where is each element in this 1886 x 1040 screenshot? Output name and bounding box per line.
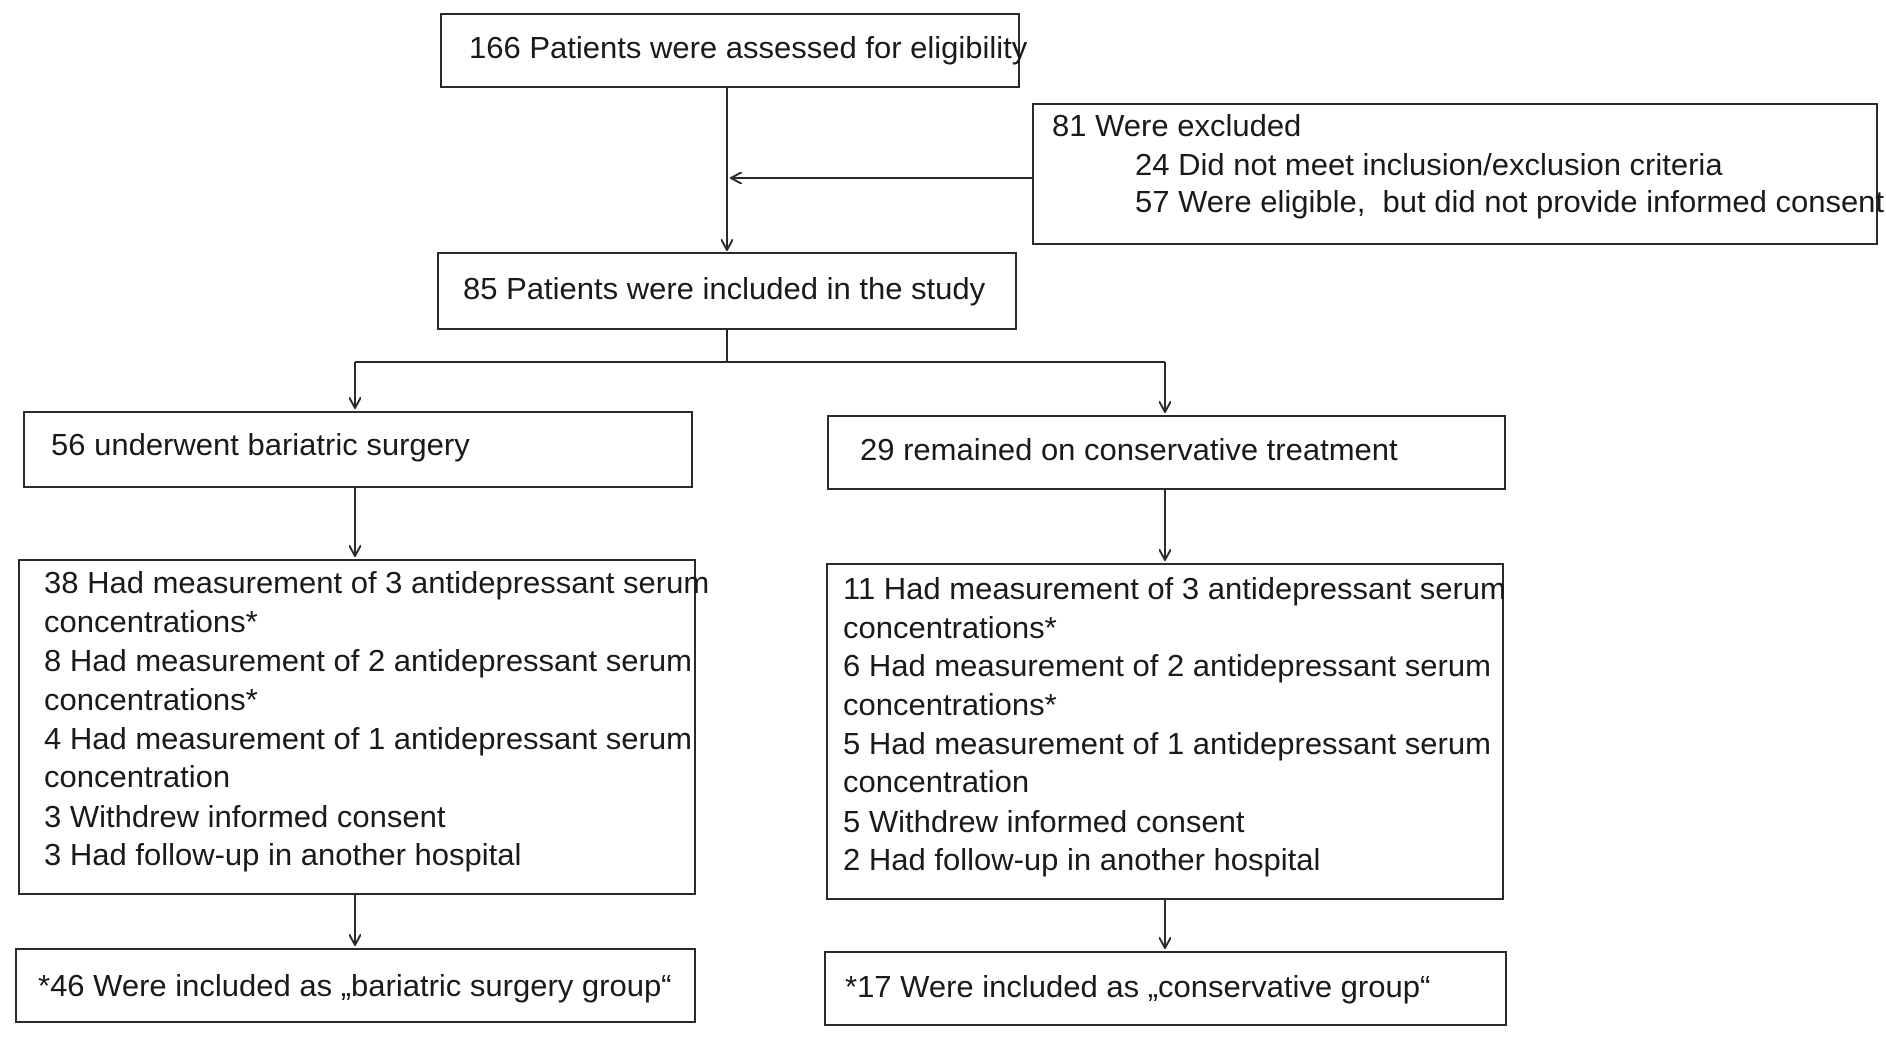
left-detail-line: 3 Withdrew informed consent (44, 799, 446, 834)
right-detail-line: 6 Had measurement of 2 antidepressant se… (843, 648, 1491, 683)
excluded-box (1032, 103, 1878, 245)
left-detail-line: concentration (44, 759, 231, 794)
left-group-text: *46 Were included as „bariatric surgery … (38, 968, 672, 1003)
left-detail-line: concentrations* (44, 604, 258, 639)
left-detail-line: concentrations* (44, 682, 258, 717)
right-details-box (826, 563, 1504, 900)
right-detail-line: concentration (843, 764, 1030, 799)
left-details-box (18, 559, 696, 895)
left-arm-box (23, 411, 693, 488)
excluded-item: 57 Were eligible, but did not provide in… (1135, 184, 1885, 219)
right-group-text: *17 Were included as „conservative group… (845, 969, 1431, 1004)
right-detail-line: 11 Had measurement of 3 antidepressant s… (843, 571, 1506, 606)
left-detail-line: 8 Had measurement of 2 antidepressant se… (44, 643, 692, 678)
left-detail-line: 4 Had measurement of 1 antidepressant se… (44, 721, 692, 756)
right-detail-line: concentrations* (843, 610, 1057, 645)
right-arm-text: 29 remained on conservative treatment (860, 432, 1398, 467)
left-arm-text: 56 underwent bariatric surgery (51, 427, 470, 462)
excluded-title: 81 Were excluded (1052, 108, 1302, 143)
right-detail-line: 2 Had follow-up in another hospital (843, 842, 1321, 877)
assessed-box (440, 13, 1020, 88)
right-detail-line: concentrations* (843, 687, 1057, 722)
left-group-box (15, 948, 696, 1023)
right-group-box (824, 951, 1507, 1026)
included-text: 85 Patients were included in the study (463, 271, 986, 306)
right-detail-line: 5 Had measurement of 1 antidepressant se… (843, 726, 1491, 761)
right-detail-line: 5 Withdrew informed consent (843, 804, 1245, 839)
right-arm-box (827, 415, 1506, 490)
left-detail-line: 3 Had follow-up in another hospital (44, 837, 522, 872)
left-detail-line: 38 Had measurement of 3 antidepressant s… (44, 565, 710, 600)
excluded-item: 24 Did not meet inclusion/exclusion crit… (1135, 147, 1723, 182)
included-box (437, 252, 1017, 330)
assessed-text: 166 Patients were assessed for eligibili… (469, 30, 1028, 65)
